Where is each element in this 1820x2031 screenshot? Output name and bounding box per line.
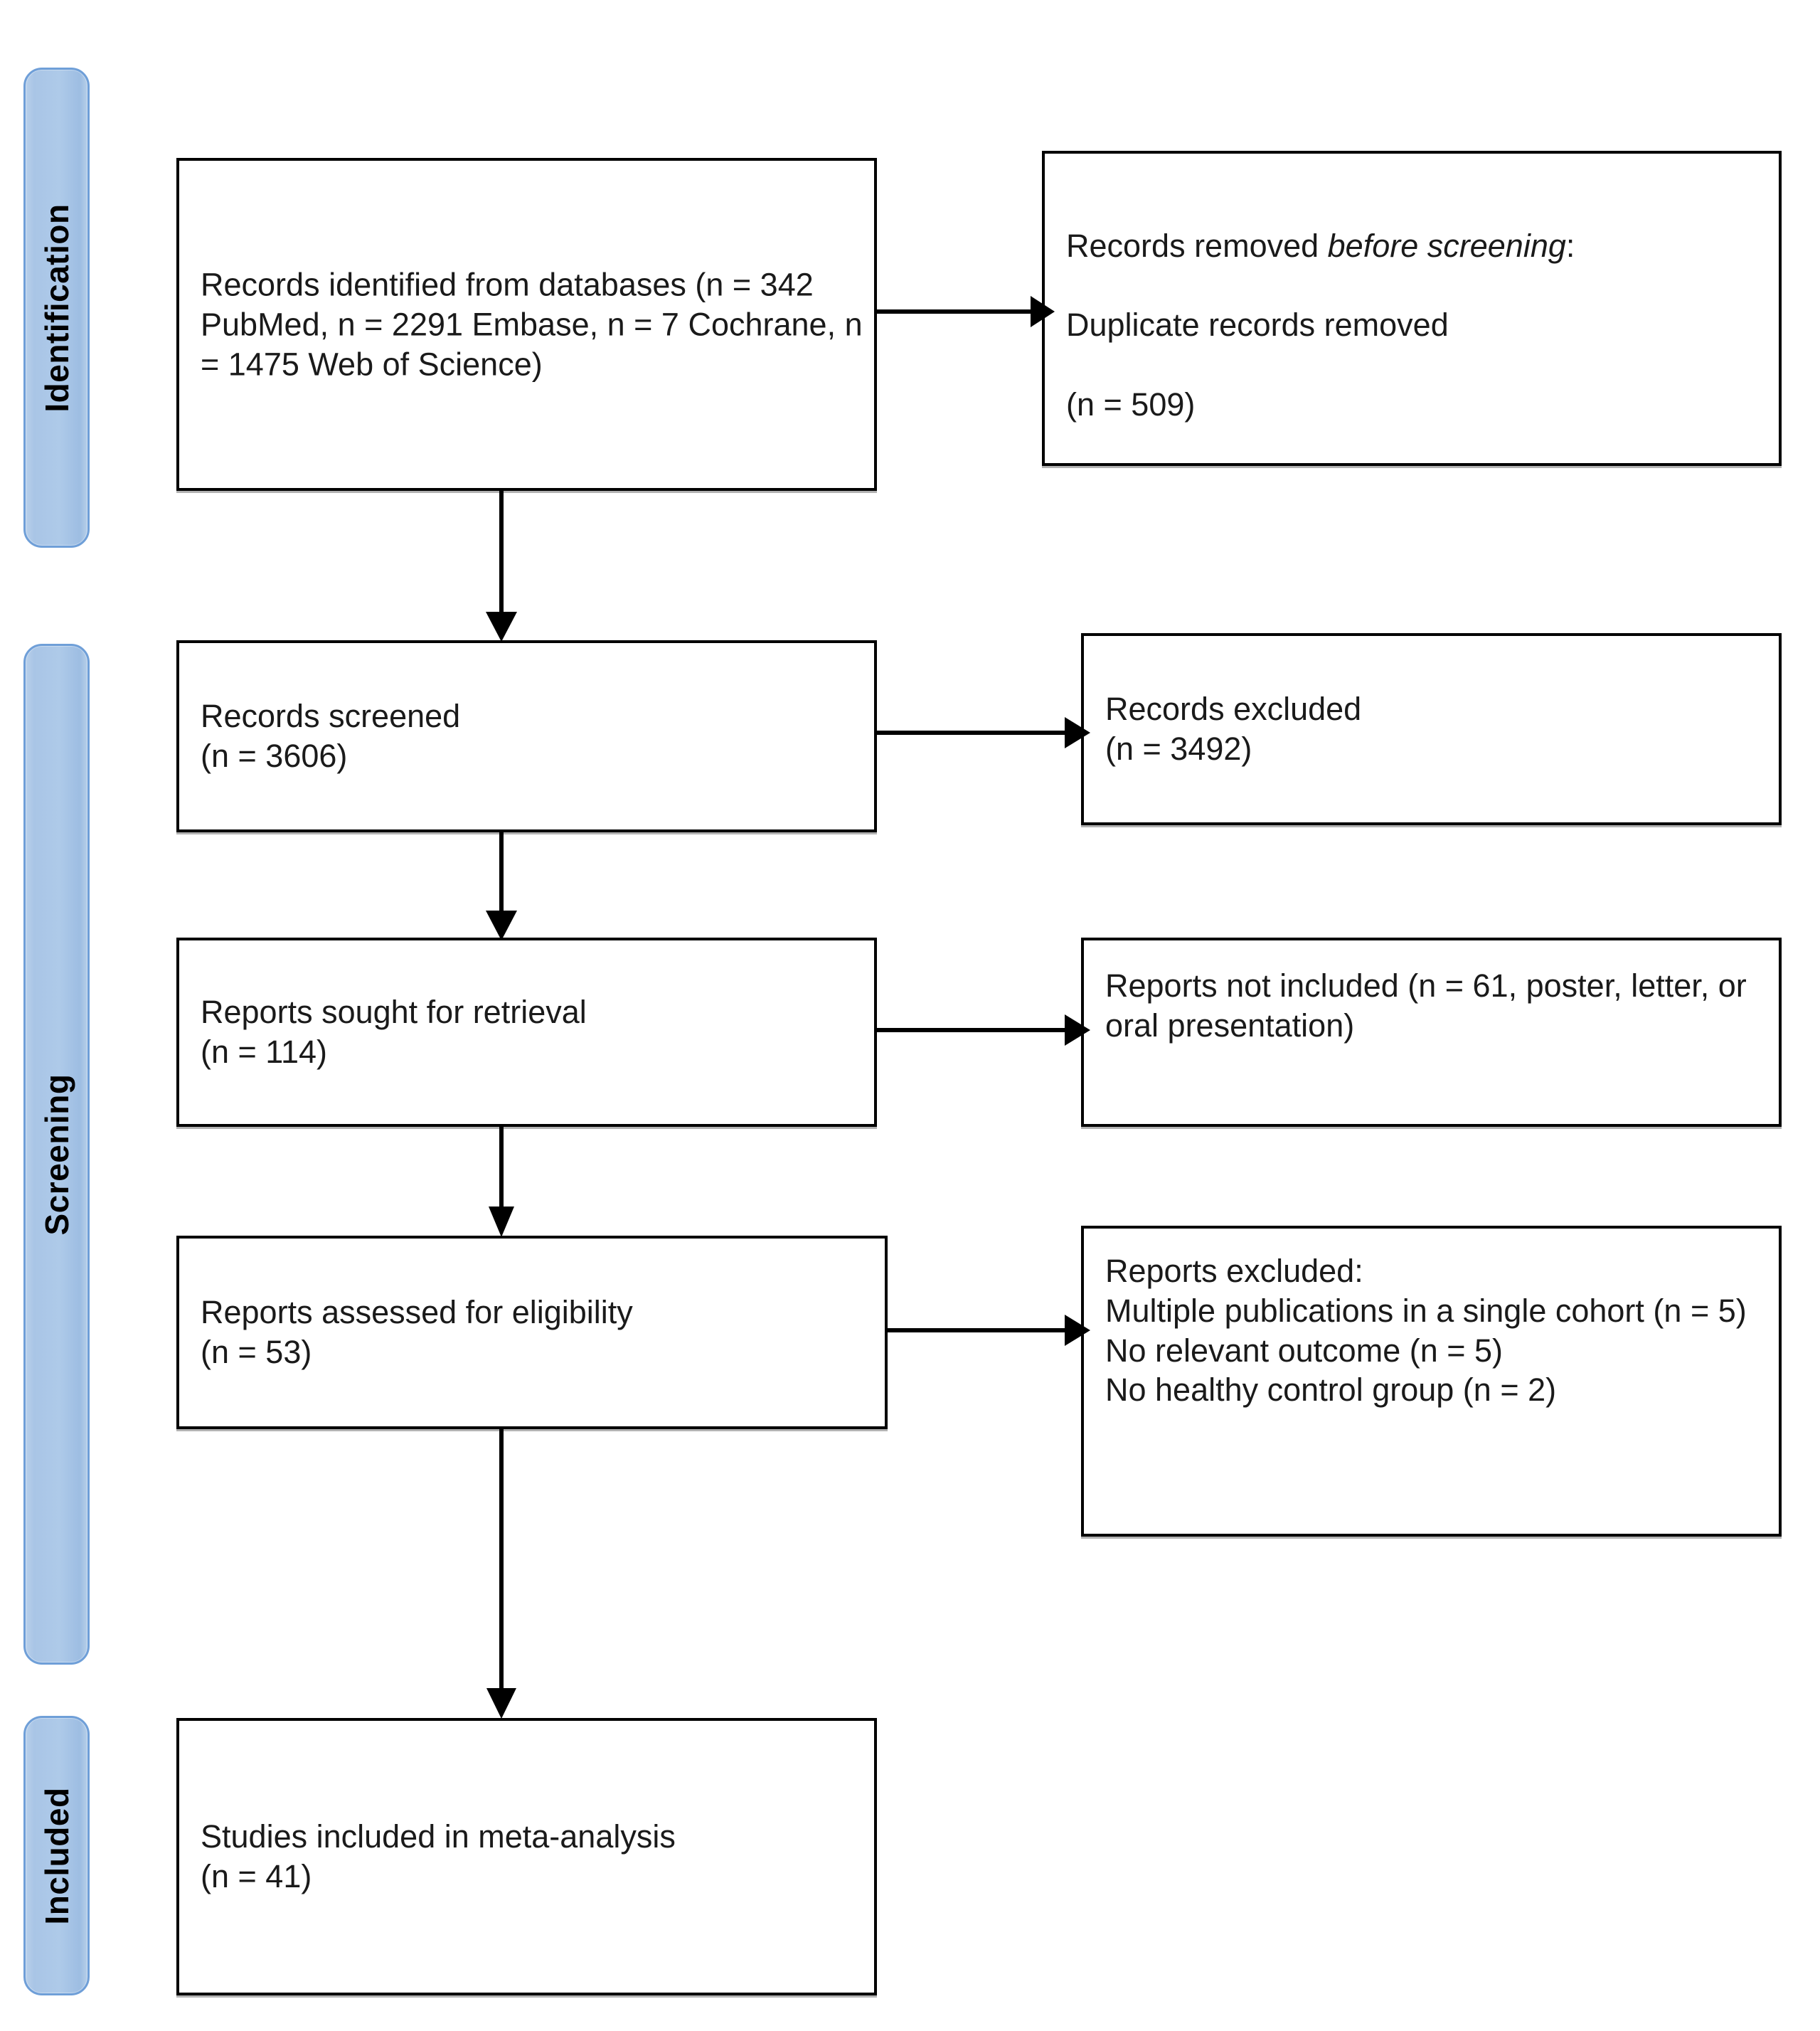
box-reports-sought-text: Reports sought for retrieval (n = 114): [201, 994, 587, 1070]
arrow-screened-to-reports-sought: [480, 832, 523, 943]
box-studies-included-text: Studies included in meta-analysis (n = 4…: [201, 1818, 676, 1894]
arrow-identified-to-removed: [877, 290, 1055, 333]
box-records-identified: Records identified from databases (n = 3…: [176, 158, 877, 491]
box-reports-not-included-text: Reports not included (n = 61, poster, le…: [1105, 967, 1747, 1044]
records-removed-line3: (n = 509): [1066, 386, 1196, 423]
box-reports-assessed-text: Reports assessed for eligibility (n = 53…: [201, 1294, 633, 1370]
box-records-identified-text: Records identified from databases (n = 3…: [201, 266, 863, 382]
arrow-identified-to-screened: [480, 491, 523, 644]
box-reports-not-included: Reports not included (n = 61, poster, le…: [1081, 938, 1782, 1127]
box-records-removed-text: Records removed before screening: Duplic…: [1066, 186, 1769, 425]
box-reports-sought: Reports sought for retrieval (n = 114): [176, 938, 877, 1127]
box-records-removed: Records removed before screening: Duplic…: [1042, 151, 1782, 466]
box-records-excluded: Records excluded (n = 3492): [1081, 633, 1782, 825]
box-reports-excluded-text: Reports excluded: Multiple publications …: [1105, 1253, 1747, 1409]
arrow-screened-to-excluded: [877, 711, 1090, 754]
box-records-screened-text: Records screened (n = 3606): [201, 698, 461, 774]
records-removed-line1-suffix: :: [1565, 227, 1575, 264]
arrow-assessed-to-excluded: [888, 1309, 1090, 1352]
box-reports-assessed: Reports assessed for eligibility (n = 53…: [176, 1236, 888, 1429]
records-removed-line1-prefix: Records removed: [1066, 227, 1328, 264]
box-studies-included: Studies included in meta-analysis (n = 4…: [176, 1718, 877, 1995]
box-reports-excluded: Reports excluded: Multiple publications …: [1081, 1226, 1782, 1537]
box-records-screened: Records screened (n = 3606): [176, 640, 877, 832]
stage-bar-identification: Identification: [23, 68, 90, 548]
stage-bar-screening: Screening: [23, 644, 90, 1665]
stage-label-included: Included: [38, 1786, 75, 1925]
arrow-sought-to-not-included: [877, 1009, 1090, 1051]
stage-bar-included: Included: [23, 1716, 90, 1995]
records-removed-line2: Duplicate records removed: [1066, 307, 1449, 344]
arrow-assessed-to-studies-included: [480, 1429, 523, 1721]
box-records-excluded-text: Records excluded (n = 3492): [1105, 691, 1362, 767]
records-removed-line1-italic: before screening: [1327, 227, 1566, 264]
arrow-sought-to-assessed: [480, 1127, 523, 1239]
stage-label-screening: Screening: [38, 1073, 75, 1235]
stage-label-identification: Identification: [38, 203, 75, 413]
